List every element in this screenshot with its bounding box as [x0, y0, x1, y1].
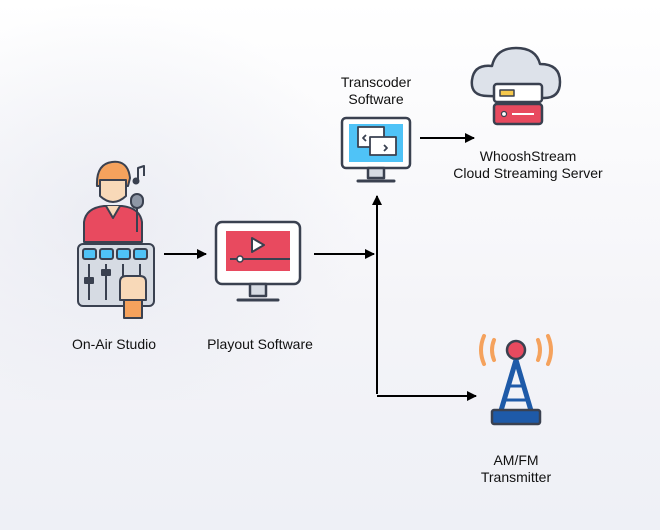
studio-label: On-Air Studio [64, 336, 164, 353]
studio-label-text: On-Air Studio [71, 336, 157, 352]
transmitter-label: AM/FM Transmitter [466, 452, 566, 486]
server-label: WhooshStream Cloud Streaming Server [444, 148, 612, 182]
playout-label-text: Playout Software [207, 336, 313, 352]
server-label-line2: Cloud Streaming Server [453, 165, 603, 181]
connector-arrows [164, 133, 477, 401]
transcoder-label-line1: Transcoder [340, 74, 412, 90]
server-label-line1: WhooshStream [479, 148, 577, 164]
cloud-server-icon [470, 46, 562, 126]
playout-label: Playout Software [198, 336, 322, 353]
transmitter-label-line1: AM/FM [493, 452, 539, 468]
monitor-video-icon [214, 220, 302, 302]
transcoder-label: Transcoder Software [326, 74, 426, 108]
transcoder-label-line2: Software [348, 91, 404, 107]
code-monitor-icon [340, 116, 412, 183]
dj-studio-icon [77, 160, 155, 319]
transmitter-label-line2: Transmitter [480, 469, 552, 485]
radio-tower-icon [479, 334, 553, 426]
